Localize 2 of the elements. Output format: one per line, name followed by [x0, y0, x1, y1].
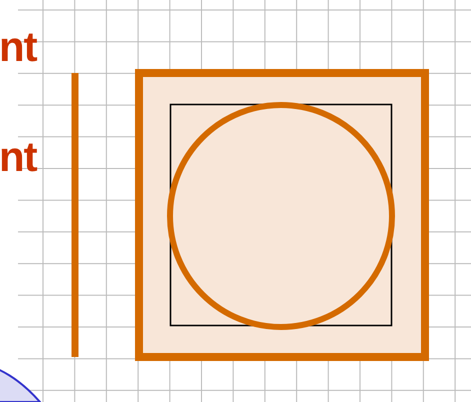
cropped-heading-text: nt — [0, 26, 37, 68]
cropped-heading-text: nt — [0, 136, 37, 178]
